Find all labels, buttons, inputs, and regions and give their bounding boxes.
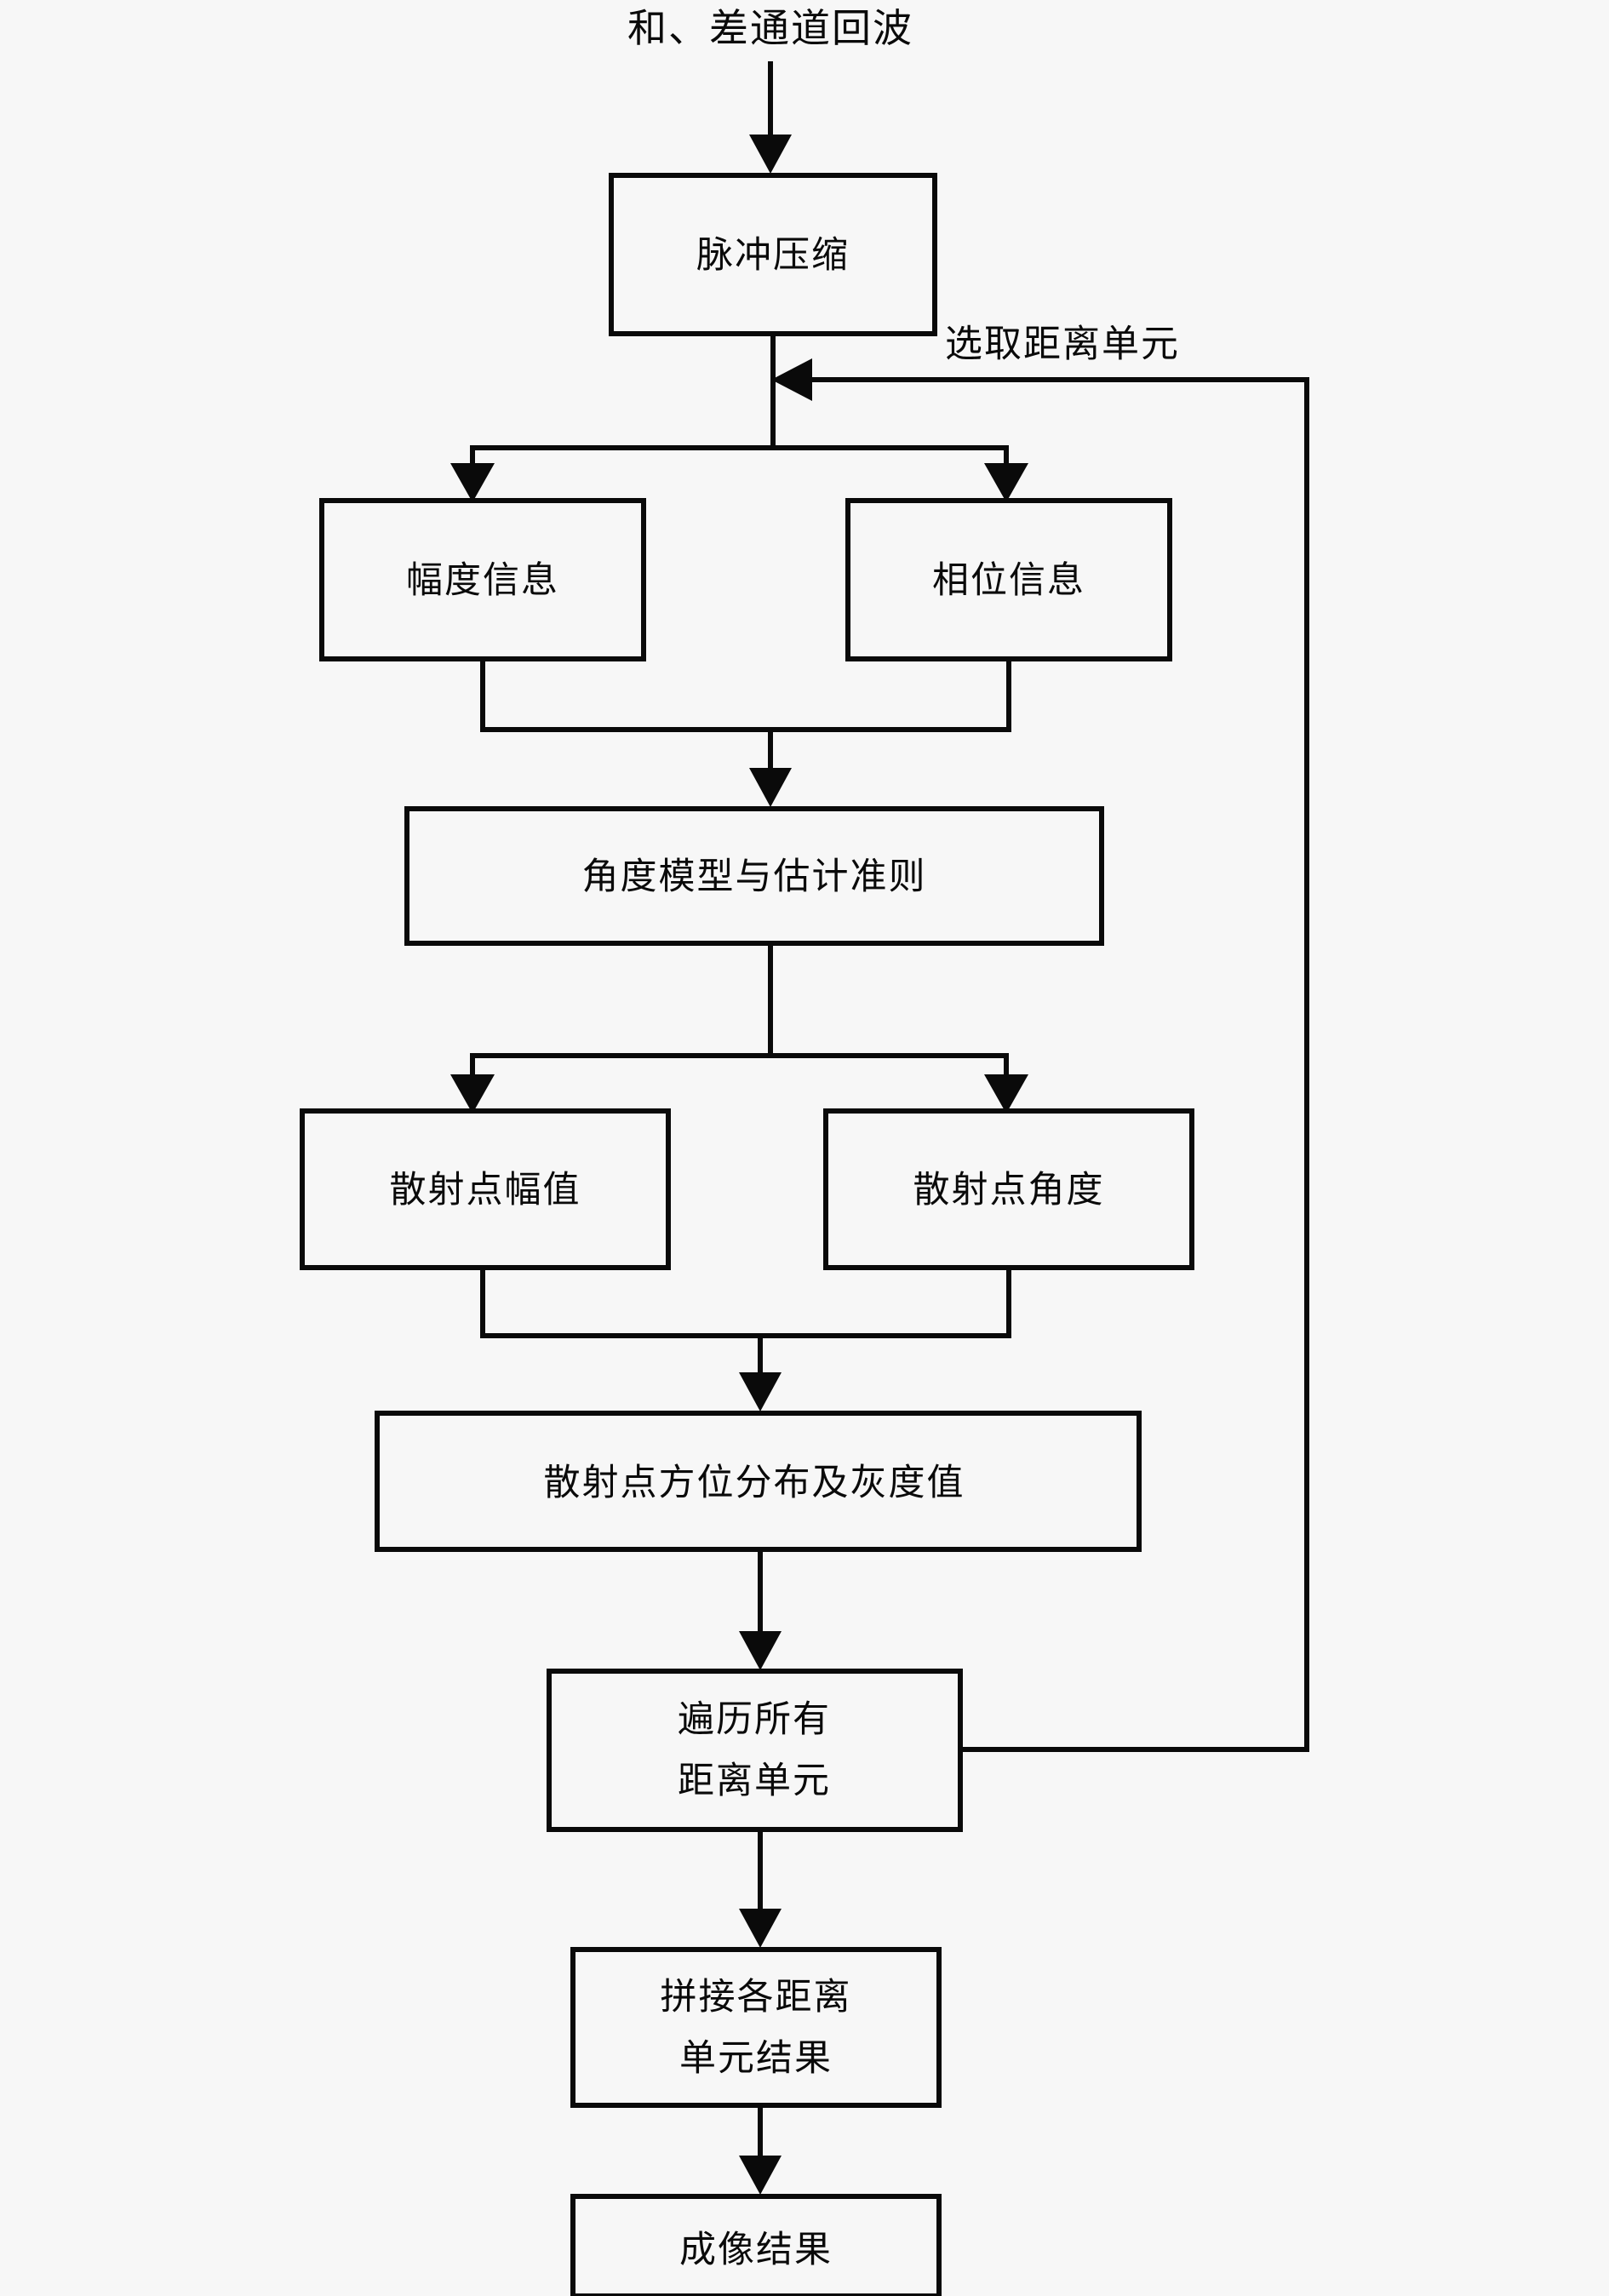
arrow-head-icon — [739, 1631, 782, 1670]
diagram-title: 和、差通道回波 — [627, 5, 913, 51]
edge-label-select-range-cell: 选取距离单元 — [945, 323, 1180, 366]
edge-scatter-distribution-to-traverse — [739, 1549, 782, 1670]
node-traverse-all-range-cells[interactable]: 遍历所有 距离单元 — [547, 1669, 963, 1832]
node-scatter-distribution[interactable]: 散射点方位分布及灰度值 — [375, 1411, 1142, 1552]
node-traverse-line1-label: 遍历所有 — [678, 1698, 831, 1741]
node-traverse-line2-label: 距离单元 — [678, 1760, 831, 1802]
arrow-head-icon — [749, 135, 792, 174]
node-angle-model-label: 角度模型与估计准则 — [582, 856, 927, 898]
node-amplitude-info-label: 幅度信息 — [406, 559, 559, 602]
node-splice-line1-label: 拼接各距离 — [661, 1976, 852, 2018]
arrow-head-icon — [771, 358, 812, 401]
node-splice-line2-label: 单元结果 — [679, 2037, 833, 2080]
node-scatter-amplitude-label: 散射点幅值 — [390, 1169, 581, 1211]
edge-feedback-loop — [771, 358, 1309, 1752]
edge-title-to-pulse-compression — [749, 61, 792, 174]
edge-splice-to-imaging-result — [739, 2105, 782, 2195]
node-scatter-angle-label: 散射点角度 — [913, 1169, 1105, 1211]
node-pulse-compression[interactable]: 脉冲压缩 — [609, 173, 937, 336]
arrow-head-icon — [450, 463, 495, 502]
arrow-head-icon — [739, 1909, 782, 1948]
arrow-head-icon — [739, 1372, 782, 1411]
edge-split-to-info-boxes — [450, 445, 1028, 502]
node-amplitude-info[interactable]: 幅度信息 — [319, 498, 646, 661]
edge-merge-to-angle-model — [480, 659, 1011, 807]
arrow-head-icon — [984, 1074, 1028, 1114]
node-angle-model[interactable]: 角度模型与估计准则 — [404, 806, 1104, 946]
arrow-head-icon — [984, 463, 1028, 502]
arrow-head-icon — [739, 2156, 782, 2195]
node-splice-range-cell-results[interactable]: 拼接各距离 单元结果 — [570, 1947, 942, 2108]
edge-merge-to-scatter-distribution — [480, 1268, 1011, 1411]
node-pulse-compression-label: 脉冲压缩 — [696, 234, 850, 277]
node-phase-info-label: 相位信息 — [932, 559, 1085, 602]
edge-split-to-scatter-boxes — [450, 1053, 1028, 1114]
arrow-head-icon — [749, 768, 792, 807]
node-phase-info[interactable]: 相位信息 — [845, 498, 1172, 661]
arrow-head-icon — [450, 1074, 495, 1114]
node-imaging-result-label: 成像结果 — [679, 2229, 833, 2271]
edge-traverse-to-splice — [739, 1829, 782, 1948]
node-scatter-amplitude[interactable]: 散射点幅值 — [300, 1108, 671, 1270]
node-imaging-result[interactable]: 成像结果 — [570, 2194, 942, 2296]
node-scatter-distribution-label: 散射点方位分布及灰度值 — [544, 1462, 965, 1504]
node-scatter-angle[interactable]: 散射点角度 — [823, 1108, 1194, 1270]
